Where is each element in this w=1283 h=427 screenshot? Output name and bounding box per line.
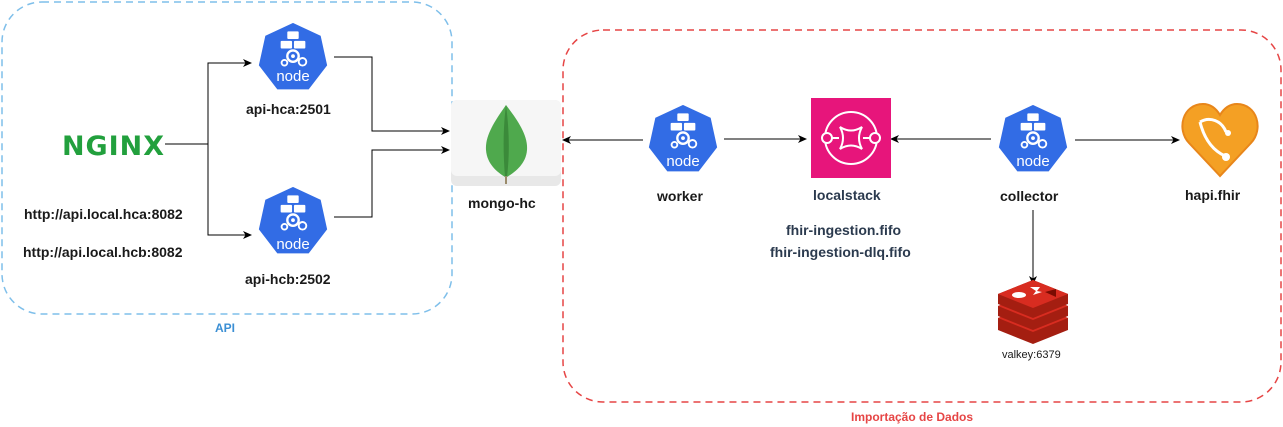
valkey-icon	[998, 280, 1068, 344]
collector-node-text: node	[1016, 153, 1049, 170]
valkey-label: valkey:6379	[1002, 349, 1061, 361]
hapi-fhir-label: hapi.fhir	[1185, 187, 1241, 203]
import-group-label: Importação de Dados	[851, 410, 974, 424]
edges	[165, 56, 1180, 285]
mongo-label: mongo-hc	[468, 195, 536, 211]
queue-fhir-ingestion: fhir-ingestion.fifo	[786, 222, 902, 238]
url-hca-label: http://api.local.hca:8082	[24, 206, 183, 222]
edge-nginx-api-hcb	[207, 144, 252, 239]
collector-label: collector	[1000, 188, 1059, 204]
edge-api-hcb-mongo	[334, 146, 450, 218]
api-hcb-node-text: node	[276, 236, 309, 253]
localstack-label: localstack	[813, 187, 881, 203]
api-hca-node-text: node	[276, 68, 309, 85]
edge-nginx-api-hca	[165, 59, 252, 145]
nginx-logo: NGINX	[62, 131, 165, 162]
worker-node-text: node	[666, 153, 699, 170]
api-group-label: API	[215, 321, 236, 335]
localstack-icon	[811, 98, 891, 178]
api-group-box	[1, 1, 453, 315]
hapi-fhir-icon	[1181, 102, 1259, 178]
queue-fhir-ingestion-dlq: fhir-ingestion-dlq.fifo	[770, 244, 911, 260]
edge-api-hca-mongo	[334, 56, 450, 135]
url-hcb-label: http://api.local.hcb:8082	[23, 244, 183, 260]
import-group-box	[562, 29, 1282, 403]
api-hca-label: api-hca:2501	[246, 101, 331, 117]
worker-label: worker	[657, 188, 703, 204]
mongo-icon	[451, 100, 561, 186]
api-hcb-label: api-hcb:2502	[245, 271, 331, 287]
